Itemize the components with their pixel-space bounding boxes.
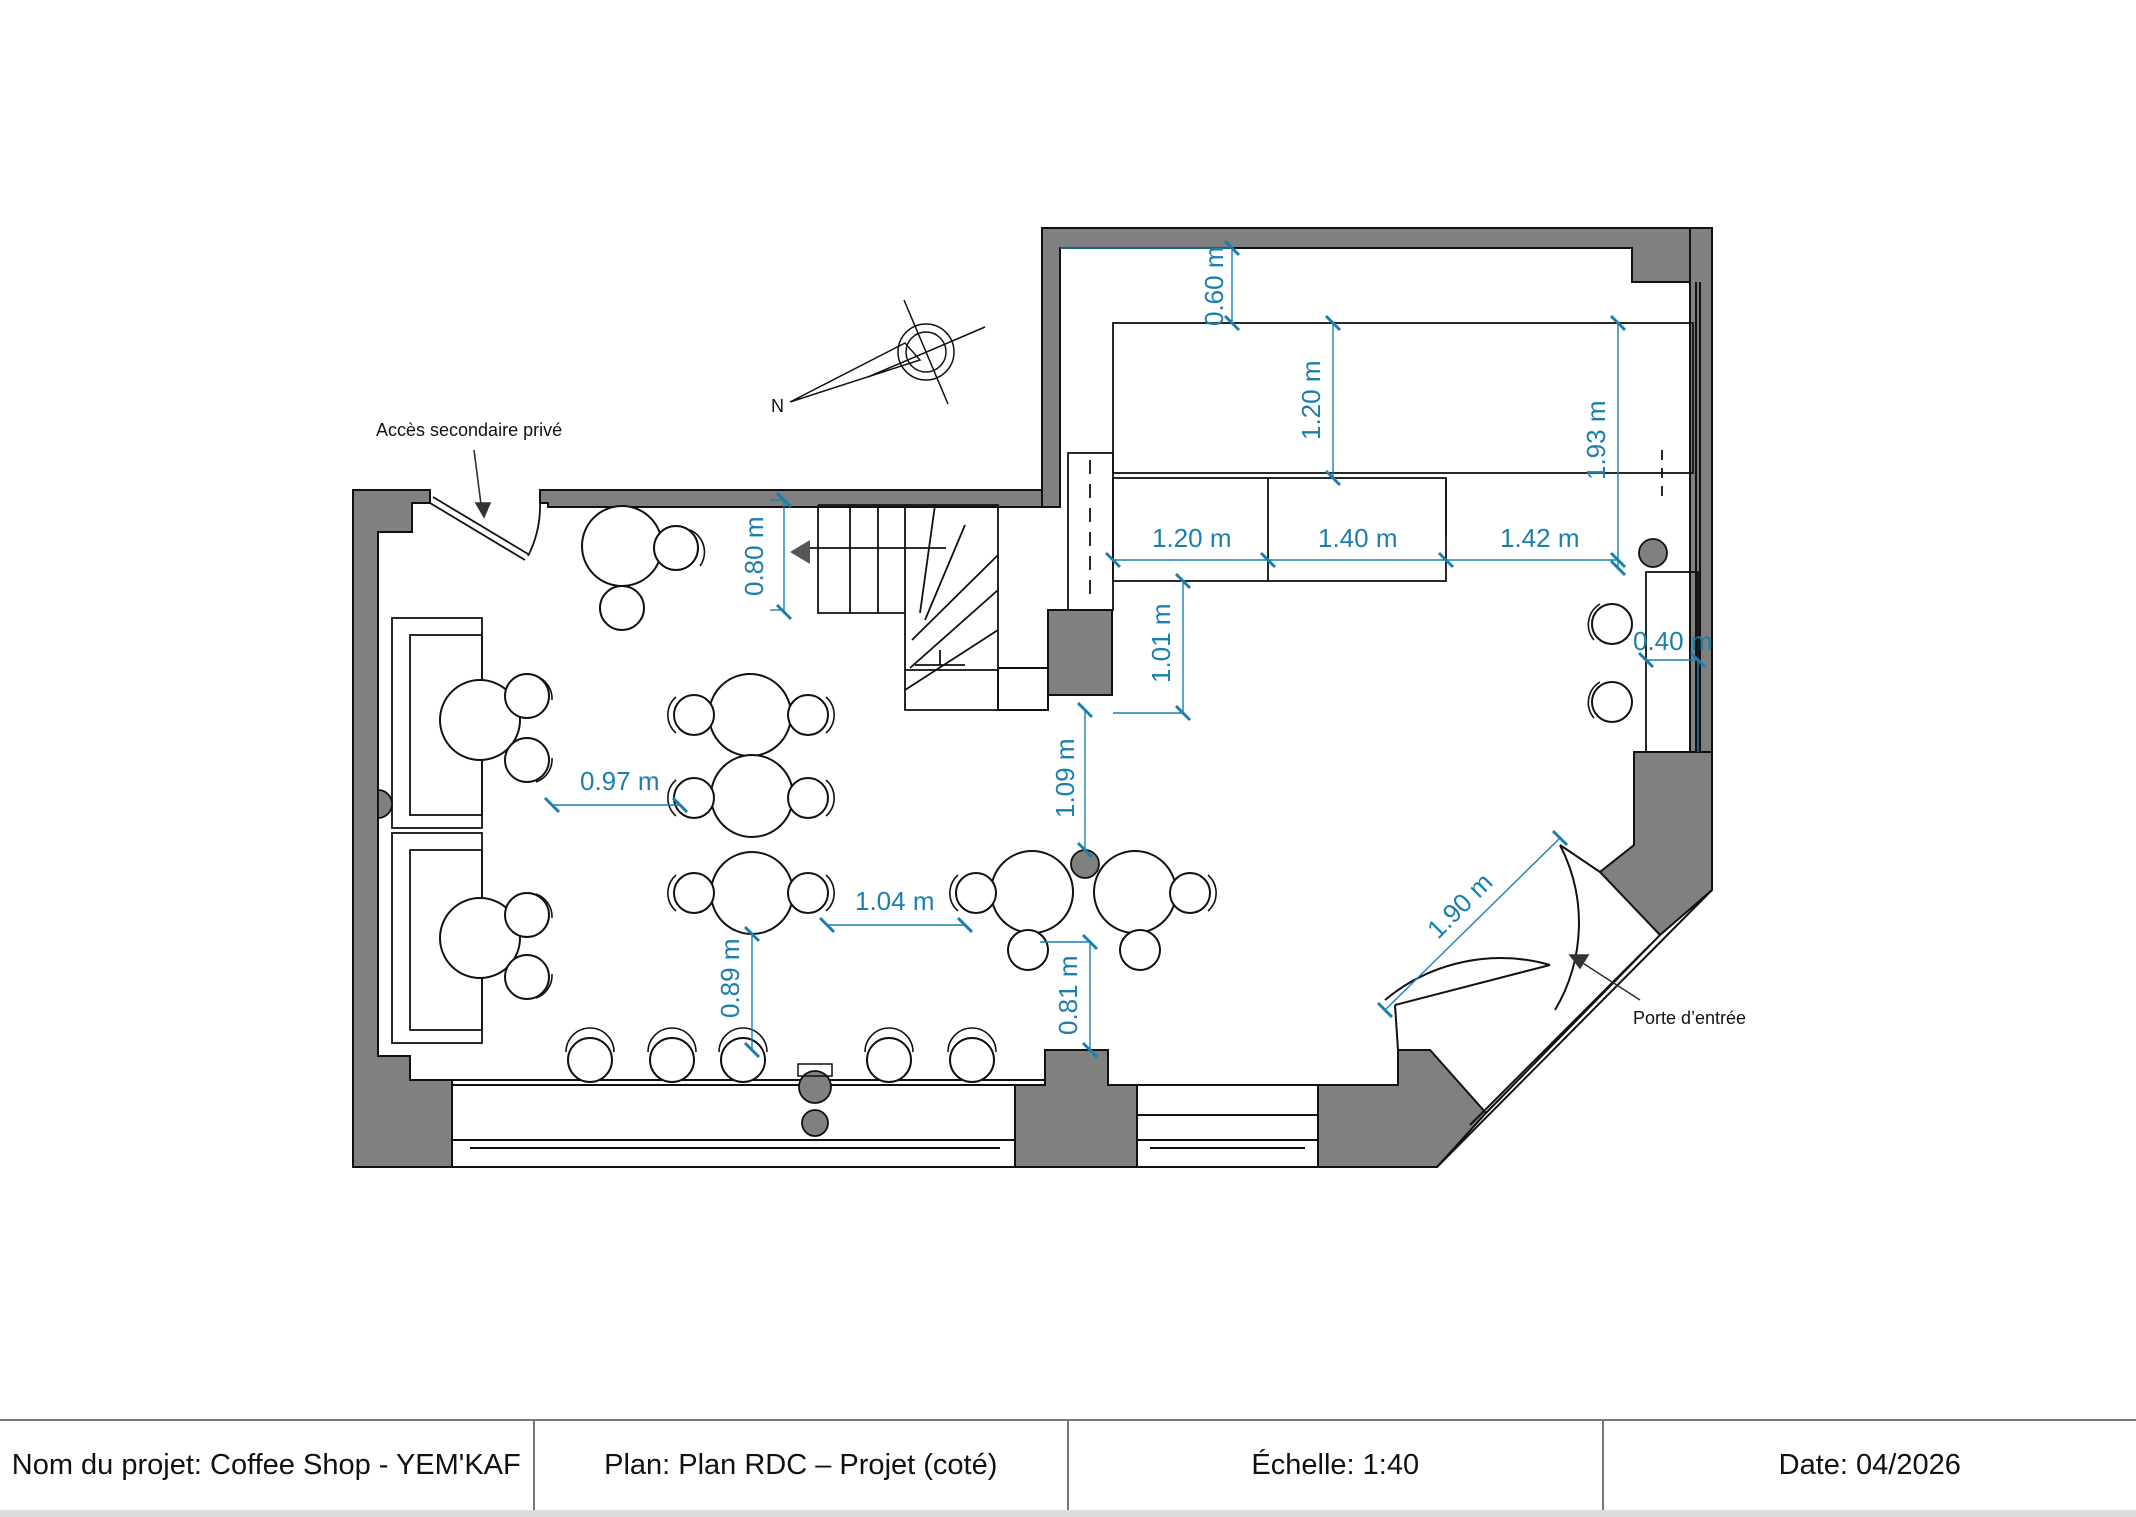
secondary-door [429, 496, 541, 561]
floor-plan: 0.60 m 1.20 m 1.93 m 0.80 m 1.20 m 1.40 … [352, 227, 1746, 1168]
dim-1-09: 1.09 m [1050, 739, 1080, 819]
dim-0-60: 0.60 m [1199, 247, 1229, 327]
stairs-arrow-icon [790, 540, 810, 564]
dim-0-40: 0.40 m [1633, 626, 1713, 656]
scale: Échelle: 1:40 [1069, 1421, 1604, 1510]
dim-1-93: 1.93 m [1581, 401, 1611, 481]
entrance-door [1384, 844, 1601, 1051]
dim-0-80: 0.80 m [739, 517, 769, 597]
tables [439, 505, 1177, 979]
dim-0-89: 0.89 m [715, 939, 745, 1019]
dim-1-90: 1.90 m [1421, 867, 1498, 944]
north-label: N [771, 396, 784, 416]
chairs [504, 525, 1633, 1083]
dim-1-20-vertical: 1.20 m [1296, 361, 1326, 441]
label-arrows [473, 449, 1641, 1001]
dim-1-01: 1.01 m [1146, 604, 1176, 684]
staircase [800, 504, 999, 711]
entrance-door-label: Porte d’entrée [1633, 1008, 1746, 1028]
dimension-lines [543, 239, 1707, 1059]
north-arrow-icon [789, 299, 986, 405]
dim-1-20-horizontal: 1.20 m [1152, 523, 1232, 553]
dim-1-40: 1.40 m [1318, 523, 1398, 553]
secondary-access-label: Accès secondaire privé [376, 420, 562, 440]
dim-0-97: 0.97 m [580, 766, 660, 796]
dim-0-81: 0.81 m [1053, 956, 1083, 1036]
date: Date: 04/2026 [1778, 1449, 1961, 1481]
dim-1-04: 1.04 m [855, 886, 935, 916]
chair-backs [535, 529, 1601, 1053]
title-block: Nom du projet: Coffee Shop - YEM'KAF Pla… [0, 1419, 2136, 1510]
outline [410, 247, 1713, 1168]
project-name: Nom du projet: Coffee Shop - YEM'KAF [0, 1421, 535, 1510]
pos-counter [797, 1063, 833, 1077]
posts [377, 538, 1668, 1137]
bottom-bar [0, 1510, 2136, 1517]
walls [352, 227, 1713, 1168]
plan-name: Plan: Plan RDC – Projet (coté) [535, 1421, 1069, 1510]
dim-1-42: 1.42 m [1500, 523, 1580, 553]
